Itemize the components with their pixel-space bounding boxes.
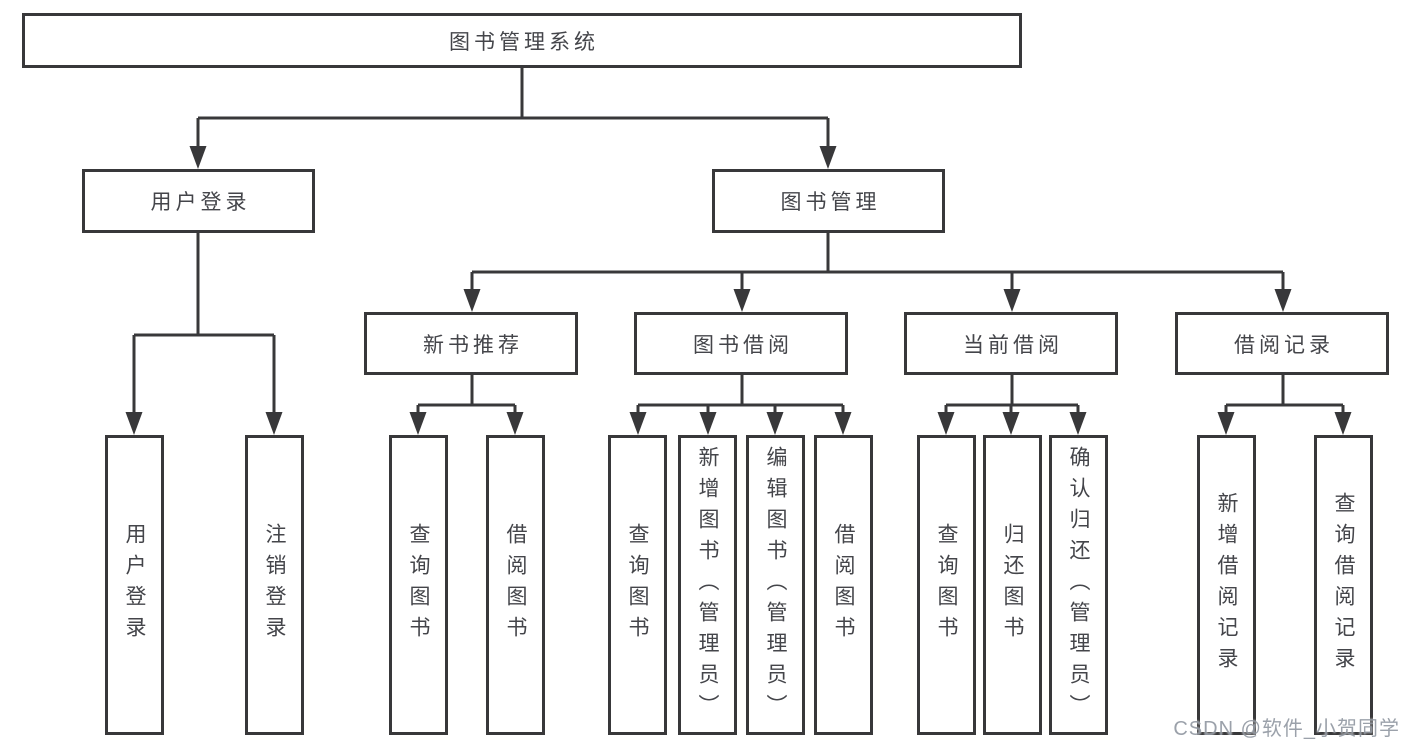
leaf-query-books-recommend: 查询图书 [389,435,448,735]
leaf-user-login: 用户登录 [105,435,164,735]
node-current-borrowing: 当前借阅 [904,312,1118,375]
leaf-add-borrow-record: 新增借阅记录 [1197,435,1256,735]
leaf-query-books-current: 查询图书 [917,435,976,735]
leaf-return-book: 归还图书 [983,435,1042,735]
leaf-add-book-admin: 新增图书（管理员） [678,435,737,735]
node-library-system: 图书管理系统 [22,13,1022,68]
node-book-borrowing: 图书借阅 [634,312,848,375]
node-new-book-recommendation: 新书推荐 [364,312,578,375]
leaf-borrow-books-recommend: 借阅图书 [486,435,545,735]
arrowheads [125,146,1352,435]
leaf-query-books-borrow: 查询图书 [608,435,667,735]
node-user-login: 用户登录 [82,169,315,233]
csdn-watermark: CSDN @软件_小贺同学 [1173,718,1400,740]
node-book-management: 图书管理 [712,169,945,233]
leaf-logout: 注销登录 [245,435,304,735]
leaf-edit-book-admin: 编辑图书（管理员） [746,435,805,735]
leaf-confirm-return-admin: 确认归还（管理员） [1049,435,1108,735]
node-borrowing-records: 借阅记录 [1175,312,1389,375]
leaf-borrow-books: 借阅图书 [814,435,873,735]
leaf-query-borrow-record: 查询借阅记录 [1314,435,1373,735]
